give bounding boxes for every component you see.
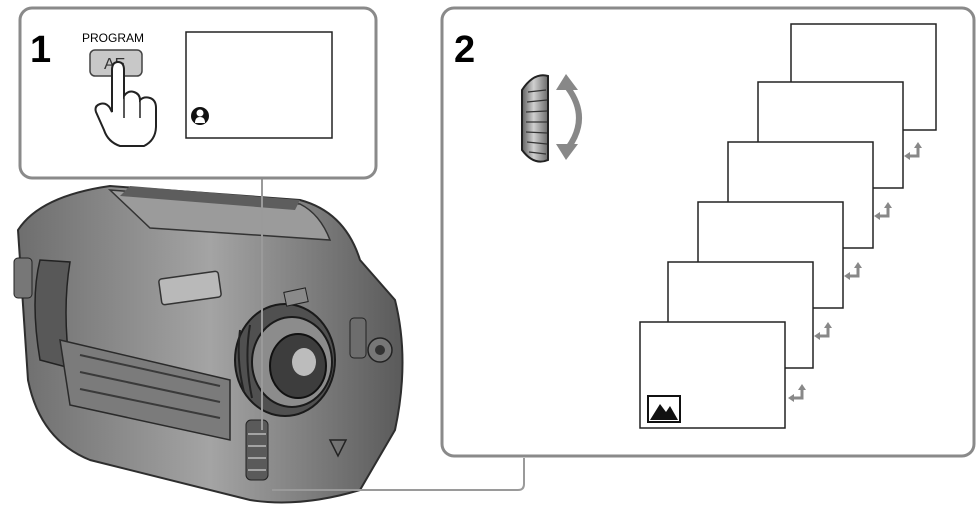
dial-icon[interactable] <box>521 74 549 163</box>
portrait-icon <box>191 107 209 125</box>
step2-number: 2 <box>454 29 475 71</box>
screen-landscape <box>639 321 786 429</box>
step1-number: 1 <box>30 29 51 71</box>
program-caption: PROGRAM <box>82 31 144 45</box>
landscape-icon <box>647 395 681 423</box>
camcorder-illustration <box>13 184 404 504</box>
rotate-arrow-icon <box>556 74 582 160</box>
step2-panel: 2 <box>440 6 976 458</box>
step1-panel: 1 PROGRAM AE <box>18 6 378 180</box>
step1-viewfinder-screen <box>185 31 333 139</box>
connector-line-step2 <box>272 458 525 491</box>
pointing-hand-icon <box>94 60 157 147</box>
